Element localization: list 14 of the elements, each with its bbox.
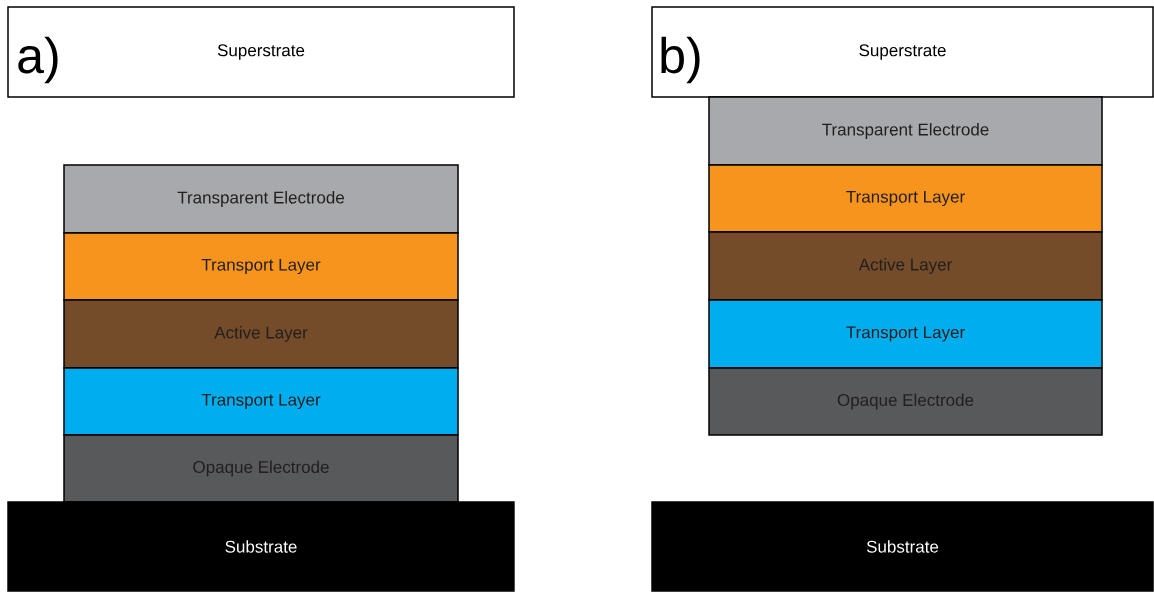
active-layer: Active Layer (708, 231, 1103, 301)
substrate-layer: Substrate (651, 501, 1154, 592)
substrate-layer: Substrate (7, 501, 515, 592)
panel-label: b) (661, 36, 700, 84)
active-layer: Active Layer (63, 299, 459, 369)
electrode-layer: Opaque Electrode (63, 434, 459, 503)
transport-layer: Transport Layer (63, 367, 459, 436)
electrode-layer: Transparent Electrode (708, 96, 1103, 166)
electrode-layer: Transparent Electrode (63, 164, 459, 234)
electrode-layer: Opaque Electrode (708, 367, 1103, 436)
panel-label: a) (18, 36, 58, 84)
transport-layer: Transport Layer (708, 299, 1103, 369)
transport-layer: Transport Layer (63, 232, 459, 301)
transport-layer: Transport Layer (708, 164, 1103, 233)
